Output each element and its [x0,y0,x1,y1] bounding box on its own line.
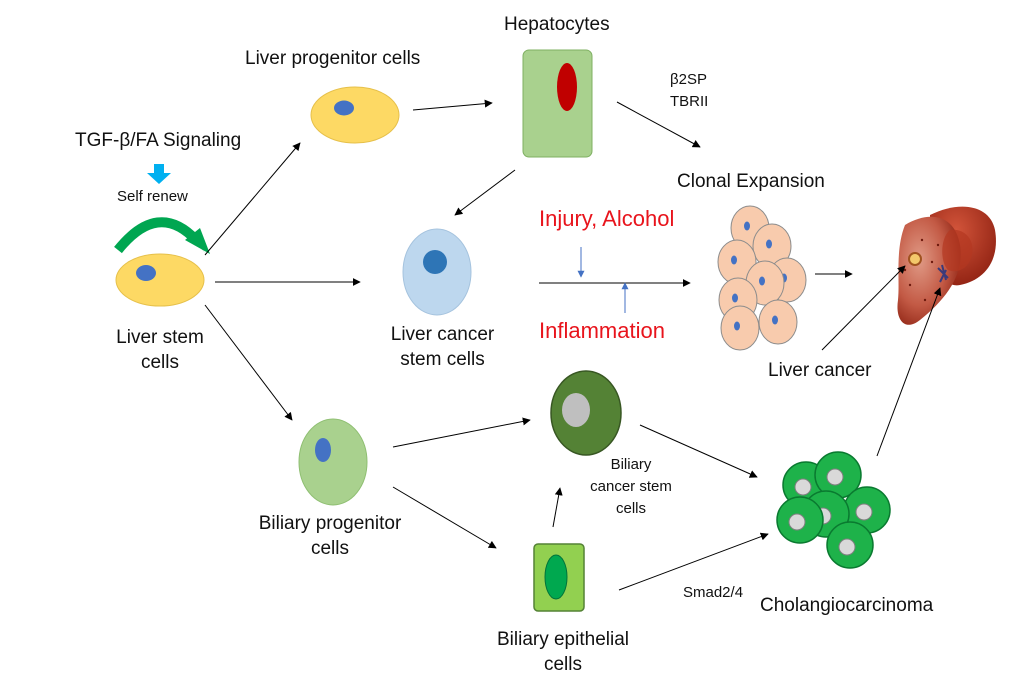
label-inflammation: Inflammation [539,318,665,343]
label-biliary-cancer-stem-cells: Biliary cancer stem cells [586,454,676,519]
label-liver-stem-line1: Liver stem [116,327,204,348]
liver-stem-cell [115,253,205,307]
label-liver-stem-line2: cells [140,351,179,373]
clonal-expansion-cluster [717,205,807,351]
arrow-cholangio-to-liver [876,287,942,457]
label-biliary-epithelial-cells: Biliary epithelial cells [468,628,658,677]
cholangiocarcinoma-cluster [776,451,891,569]
label-biliary-progenitor-line1: Biliary progenitor [258,513,402,534]
label-biliary-progenitor-cells: Biliary progenitor cells [225,512,435,561]
injury-inflammation-arrows [577,247,629,313]
cholangiocarcinoma-cell [826,521,874,569]
label-liver-cancer-stem-line1: Liver cancer [390,324,495,345]
label-biliary-cancer-stem-line3: cells [615,499,646,517]
arrow-epithelial-to-cancer-stem [552,487,563,528]
arrow-hepatocyte-to-clonal [616,101,701,148]
signal-down-arrow-icon [147,164,171,184]
arrow-epithelial-to-cholangio [618,532,769,591]
label-clonal-expansion: Clonal Expansion [677,171,825,192]
clonal-cell [752,223,792,269]
arrow-progenitor-to-hepatocyte [412,99,493,111]
label-hepatocytes: Hepatocytes [504,14,610,35]
arrow-stem-to-biliary-progenitor [204,304,293,421]
biliary-cancer-stem-cell [550,370,622,456]
arrow-cancer-stem-to-cholangio [639,424,758,478]
liver-organ-image [897,206,996,325]
label-liver-progenitor: Liver progenitor cells [245,48,421,69]
label-injury-alcohol: Injury, Alcohol [539,206,675,231]
arrow-label-to-liver-tumor [821,265,906,351]
clonal-cell [758,299,798,345]
arrow-hepatocyte-to-cancer-stem [454,169,516,216]
biliary-epithelial-cell [533,543,585,612]
self-renew-arrow-icon [114,217,210,256]
cholangiocarcinoma-cell [776,496,824,544]
label-liver-cancer-stem-cells: Liver cancer stem cells [375,323,510,372]
label-tgf-signaling: TGF-β/FA Signaling [75,130,242,151]
label-biliary-progenitor-line2: cells [310,537,349,559]
label-b2sp: β2SP [670,71,707,88]
label-tbrii: TBRII [670,93,709,110]
label-biliary-cancer-stem-line1: Biliary [610,456,652,473]
label-self-renew: Self renew [117,188,188,205]
biliary-progenitor-cell [298,418,368,506]
label-liver-stem-cells: Liver stem cells [100,326,220,375]
arrow-stem-to-progenitor [204,142,301,256]
label-biliary-cancer-stem-line2: cancer stem [590,477,672,495]
clonal-cell [717,239,757,285]
label-cholangiocarcinoma: Cholangiocarcinoma [760,595,934,616]
label-smad: Smad2/4 [683,584,744,601]
label-liver-cancer-stem-line2: stem cells [400,348,485,370]
arrow-biliary-progenitor-to-cancer-stem [392,417,531,448]
liver-progenitor-cell [310,86,400,144]
hepatocyte-cell [522,49,593,158]
arrows [204,99,942,591]
clonal-cell [720,305,760,351]
label-biliary-epithelial-line1: Biliary epithelial [496,629,629,650]
label-liver-cancer: Liver cancer [768,360,872,381]
arrow-biliary-progenitor-to-epithelial [392,486,497,549]
label-biliary-epithelial-line2: cells [543,653,582,675]
liver-cancer-stem-cell [402,228,472,316]
